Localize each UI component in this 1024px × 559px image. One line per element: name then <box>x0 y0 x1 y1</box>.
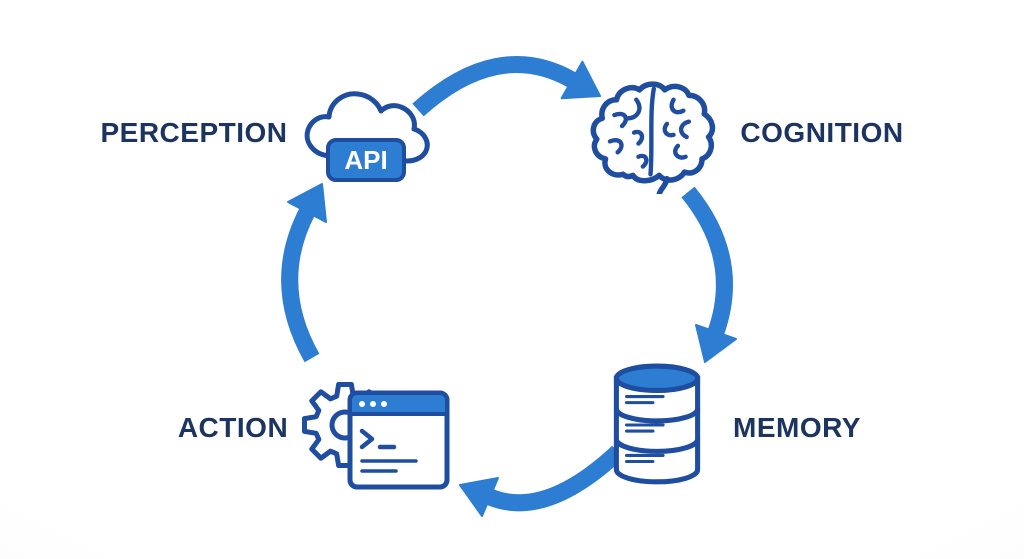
api-badge-label: API <box>344 145 387 175</box>
terminal-window <box>347 390 450 490</box>
arrow-cognition-to-memory <box>681 186 737 363</box>
label-action: ACTION <box>177 412 289 443</box>
label-memory: MEMORY <box>733 412 861 443</box>
database-separator-1 <box>613 408 701 424</box>
terminal-titlebar <box>348 391 449 416</box>
database-separator-2 <box>613 438 701 454</box>
terminal-prompt <box>359 428 397 450</box>
terminal-titlebar-dots <box>359 401 387 407</box>
arrow-action-to-perception <box>281 183 327 363</box>
database-top <box>613 363 701 393</box>
database-record-lines <box>625 395 665 464</box>
label-cognition: COGNITION <box>740 117 904 148</box>
api-badge <box>326 138 406 182</box>
cloud-api-icon: API <box>304 91 430 182</box>
brain-icon <box>590 81 716 194</box>
label-perception: PERCEPTION <box>100 117 288 148</box>
database-icon <box>613 363 701 485</box>
terminal-code-lines <box>360 459 418 473</box>
brain-folds <box>607 86 692 177</box>
arrow-perception-to-cognition <box>412 56 601 117</box>
gear-terminal-icon <box>302 382 450 490</box>
brain-stem <box>656 175 670 194</box>
arrow-memory-to-action <box>459 445 624 517</box>
